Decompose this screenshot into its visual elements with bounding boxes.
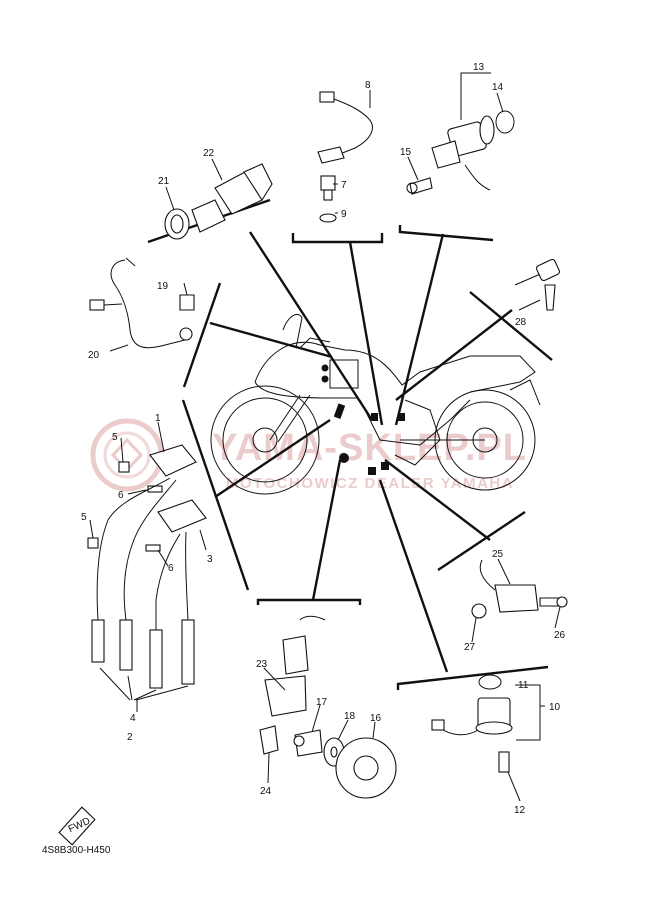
callout-7: 7 xyxy=(341,180,347,191)
callout-20: 20 xyxy=(88,350,100,361)
callout-17: 17 xyxy=(316,697,328,708)
earth-lead xyxy=(89,257,195,349)
callout-18: 18 xyxy=(344,711,356,722)
callout-27: 27 xyxy=(464,642,476,653)
callout-25: 25 xyxy=(492,549,504,560)
callout-4: 4 xyxy=(130,713,136,724)
callout-21: 21 xyxy=(158,176,170,187)
fuel-sender xyxy=(431,674,513,773)
callout-28: 28 xyxy=(515,317,527,328)
callout-numbers: 13 14 15 8 7 9 22 21 19 20 28 1 5 6 5 3 … xyxy=(81,62,566,816)
callout-22: 22 xyxy=(203,148,215,159)
callout-19: 19 xyxy=(157,281,169,292)
ignition-coils xyxy=(87,444,207,630)
fwd-arrow-icon: FWD xyxy=(58,806,96,846)
coolant-temp-sensor xyxy=(164,163,273,240)
callout-6a: 6 xyxy=(118,490,124,501)
callout-5b: 5 xyxy=(81,512,87,523)
group-brackets xyxy=(147,198,553,690)
callout-13: 13 xyxy=(473,62,485,73)
callout-15: 15 xyxy=(400,147,412,158)
callout-10: 10 xyxy=(549,702,561,713)
callout-14: 14 xyxy=(492,82,504,93)
callout-1: 1 xyxy=(155,413,161,424)
neutral-switch-lead xyxy=(317,91,373,223)
speed-sensor xyxy=(471,559,568,619)
watermark-line2: MOTOCHOWICZ DEALER YAMAHA xyxy=(226,475,514,492)
callout-5a: 5 xyxy=(112,432,118,443)
watermark-line1: YAMA-SKLEP.PL xyxy=(212,427,527,469)
callout-6b: 6 xyxy=(168,563,174,574)
callout-3: 3 xyxy=(207,554,213,565)
watermark: YAMA-SKLEP.PL MOTOCHOWICZ DEALER YAMAHA xyxy=(90,418,527,492)
callout-16: 16 xyxy=(370,713,382,724)
callout-11: 11 xyxy=(518,680,529,691)
callout-8: 8 xyxy=(365,80,371,91)
spark-plug-caps xyxy=(91,619,195,701)
diagram-code: 4S8B300-H450 xyxy=(42,845,111,856)
sidestand-switch xyxy=(514,258,561,311)
pickup-coil-rotor xyxy=(259,615,397,799)
callout-23: 23 xyxy=(256,659,268,670)
callout-9: 9 xyxy=(341,209,347,220)
callout-24: 24 xyxy=(260,786,272,797)
callout-leaders xyxy=(89,72,561,802)
motorcycle-outline xyxy=(210,314,541,495)
crank-position-sensor xyxy=(406,110,515,195)
callout-2: 2 xyxy=(127,732,133,743)
callout-12: 12 xyxy=(514,805,526,816)
callout-26: 26 xyxy=(554,630,566,641)
